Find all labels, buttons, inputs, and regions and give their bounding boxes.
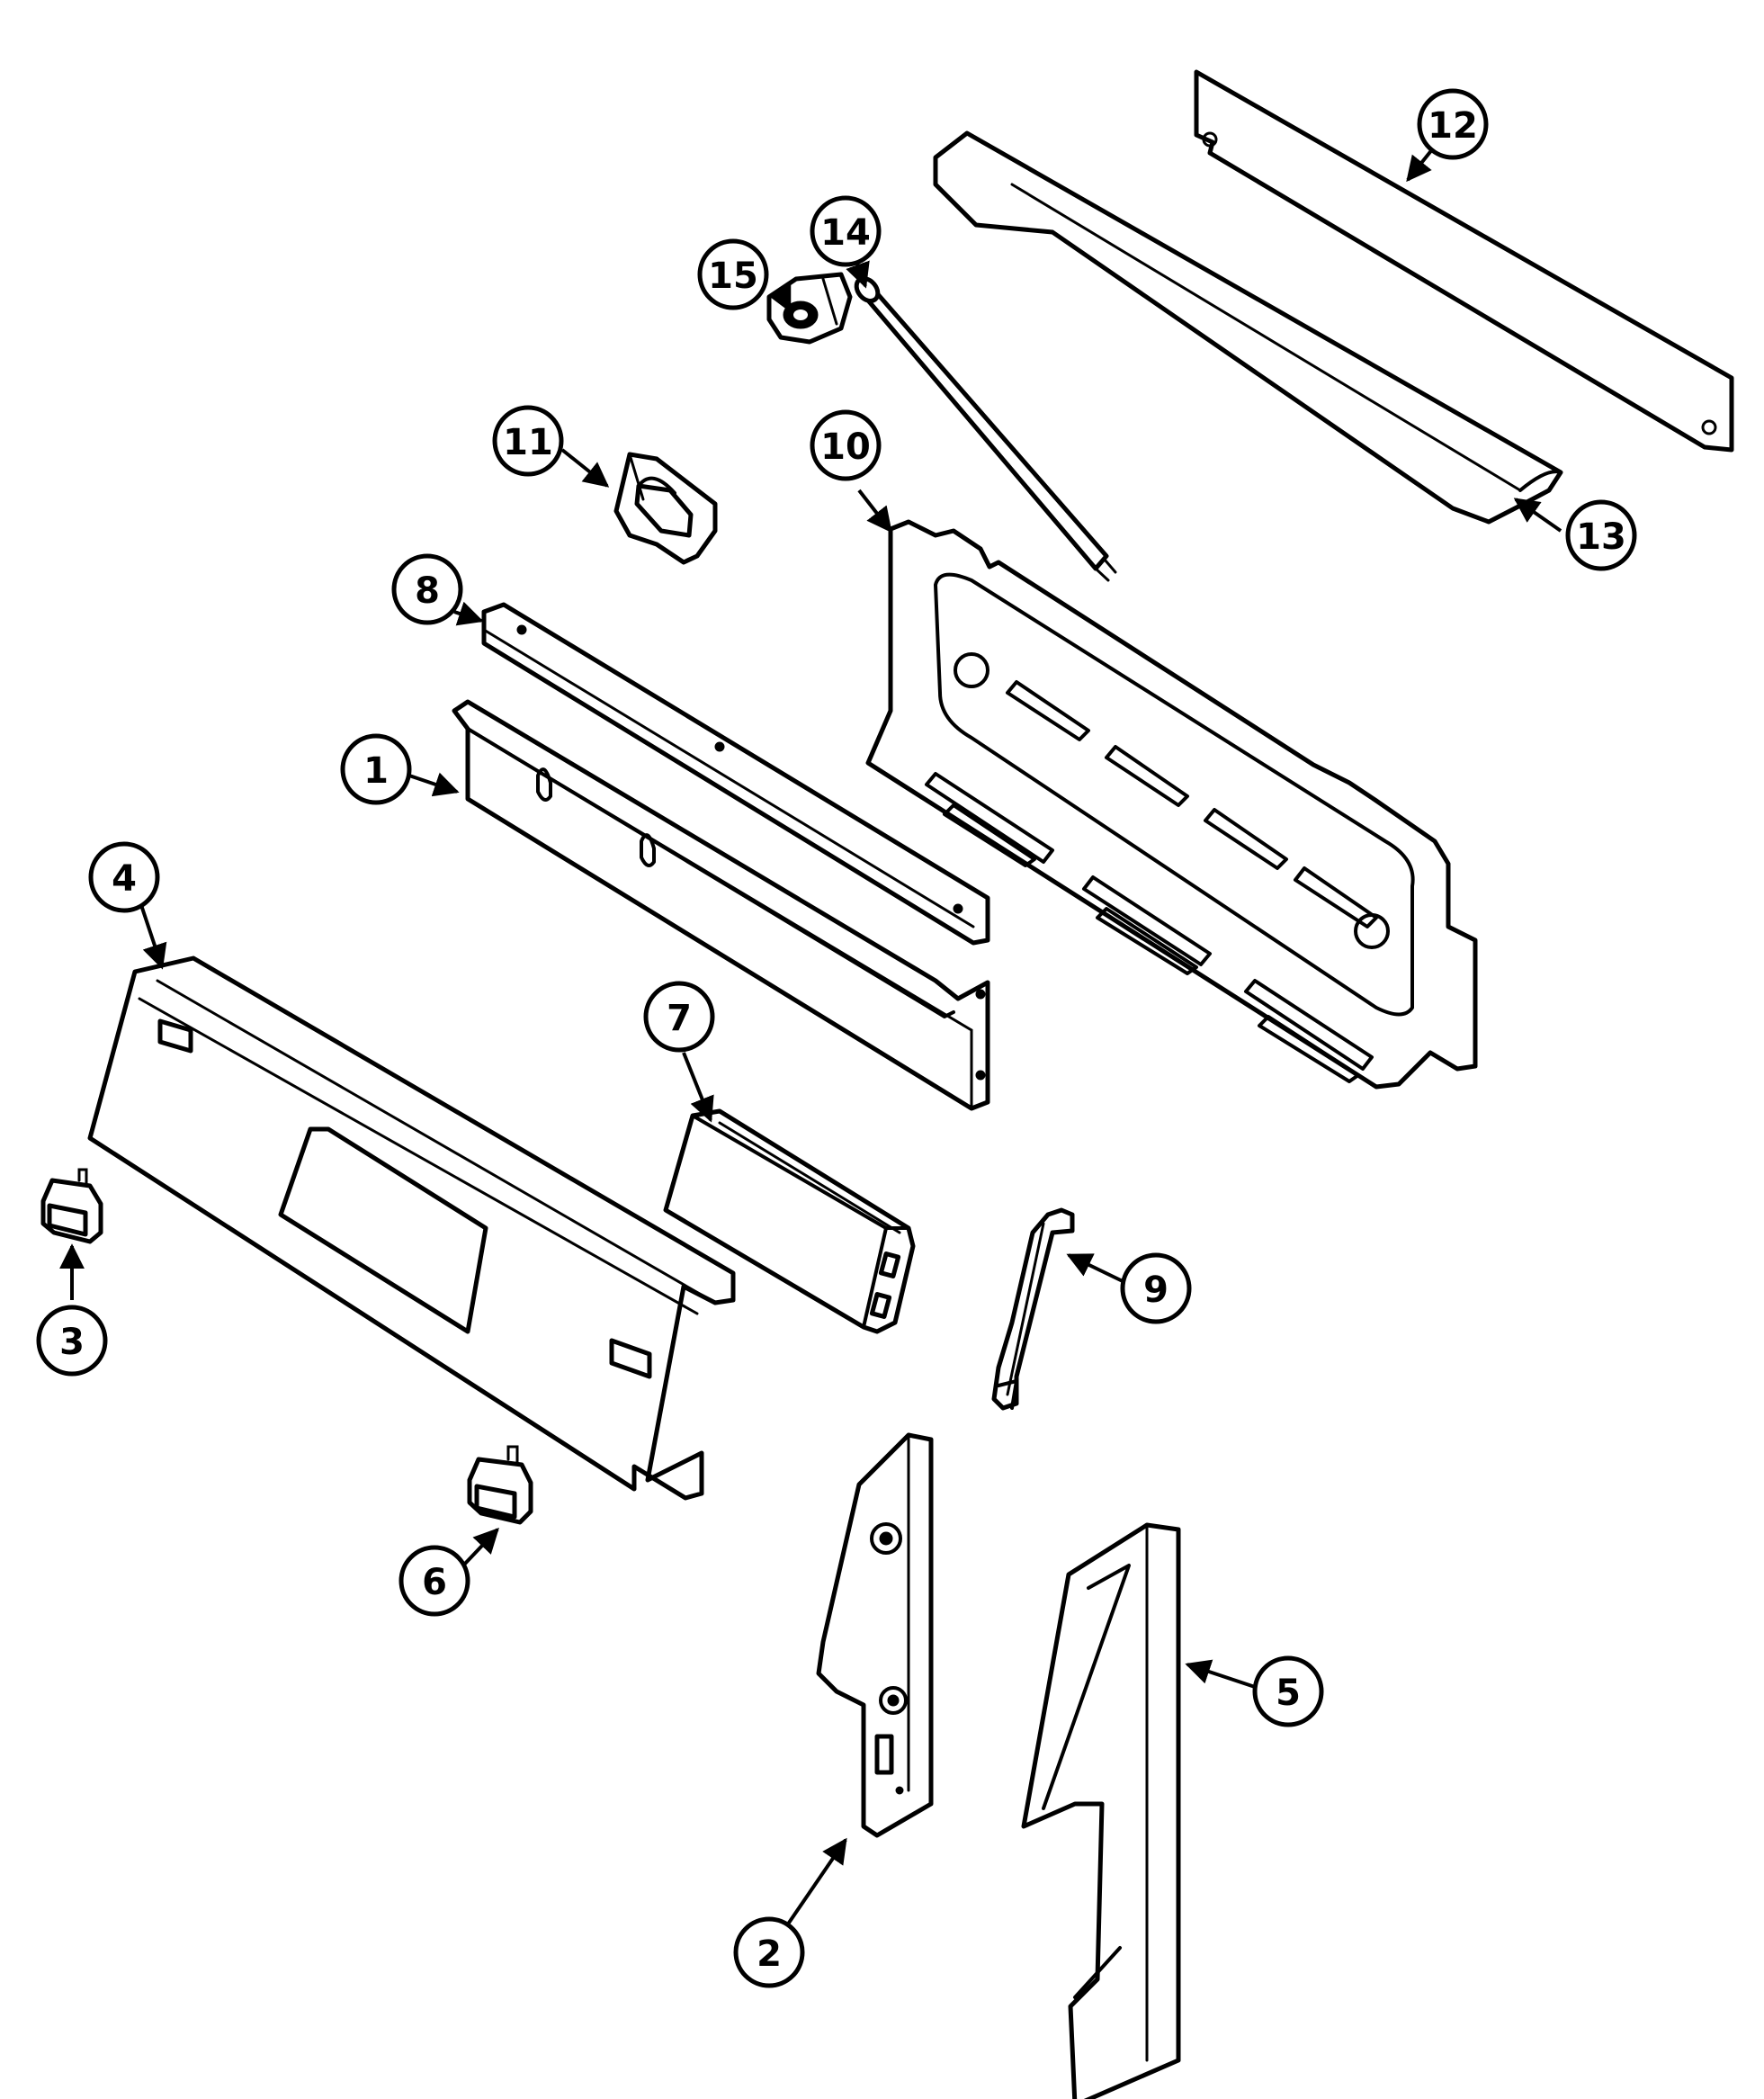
callout-3-label: 3 — [59, 1322, 85, 1363]
part-7-clock-module — [663, 1108, 916, 1334]
part-15-lamp-holder — [766, 272, 853, 345]
part-4-control-panel — [87, 955, 736, 1501]
part-6-rocker-switch — [467, 1445, 533, 1525]
callout-12: 12 — [1417, 88, 1489, 160]
part-10-rear-panel — [865, 519, 1478, 1090]
callout-12-label: 12 — [1428, 105, 1478, 147]
part-1-mounting-channel — [452, 699, 990, 1111]
callout-2-label: 2 — [757, 1933, 782, 1975]
callout-15: 15 — [697, 238, 769, 310]
callout-8-label: 8 — [415, 570, 440, 612]
part-9-bracket — [991, 1207, 1075, 1411]
callout-13: 13 — [1565, 499, 1637, 571]
callout-6-label: 6 — [422, 1562, 447, 1603]
callout-3: 3 — [36, 1305, 108, 1377]
callout-15-label: 15 — [708, 256, 758, 297]
callout-10-label: 10 — [820, 426, 871, 468]
part-2-side-bracket — [816, 1432, 934, 1838]
callout-1-label: 1 — [363, 750, 389, 792]
part-5-side-endcap — [1021, 1522, 1181, 2099]
callout-9: 9 — [1120, 1252, 1192, 1324]
callout-8: 8 — [391, 553, 463, 625]
part-3-rocker-switch — [40, 1168, 103, 1244]
callout-5-label: 5 — [1276, 1673, 1301, 1714]
callout-7-label: 7 — [667, 998, 692, 1039]
leader-lines — [59, 133, 1563, 1927]
callout-4: 4 — [88, 841, 160, 913]
part-13-light-cover — [933, 130, 1563, 525]
part-11-ballast — [613, 452, 718, 565]
part-8-trim-bar — [481, 602, 990, 946]
callout-11-label: 11 — [503, 422, 553, 463]
callout-10: 10 — [810, 409, 882, 481]
callout-2: 2 — [733, 1916, 805, 1988]
callout-11: 11 — [492, 405, 564, 477]
callout-6: 6 — [398, 1545, 470, 1617]
part-12-trim-strip — [1194, 69, 1734, 453]
callout-13-label: 13 — [1576, 516, 1626, 558]
callout-14: 14 — [810, 195, 882, 267]
callout-5: 5 — [1252, 1655, 1324, 1727]
callout-1: 1 — [340, 733, 412, 805]
callout-14-label: 14 — [820, 212, 871, 254]
callout-7: 7 — [643, 981, 715, 1053]
callout-4-label: 4 — [112, 858, 137, 900]
callout-9-label: 9 — [1143, 1269, 1169, 1311]
